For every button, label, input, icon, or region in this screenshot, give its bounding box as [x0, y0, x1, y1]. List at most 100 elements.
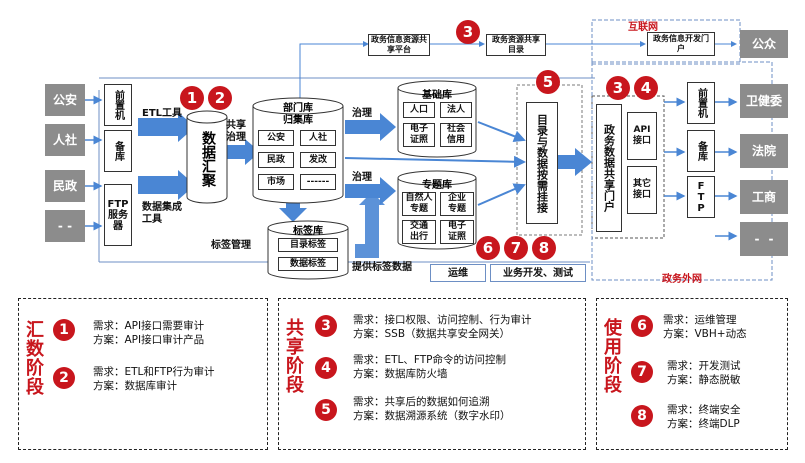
hub-label: 数据汇聚: [200, 131, 216, 187]
panel-share-need-5: 需求：共享后的数据如何追溯: [353, 396, 490, 408]
right-ftp-box: FTP: [687, 176, 715, 218]
extranet-zone: [591, 61, 773, 281]
base-to-catalog-arrow: [477, 121, 526, 142]
etl-arrow: [138, 112, 195, 142]
panel-use-need-8: 需求：终端安全: [667, 404, 741, 416]
marker-4: 4: [634, 76, 658, 100]
share-govern-label: 共享治理: [226, 120, 246, 143]
govern-label-2: 治理: [352, 172, 372, 183]
base-item-population: 人口: [403, 102, 435, 118]
tag-item-catalog: 目录标签: [278, 238, 338, 252]
dept-item-gongan: 公安: [258, 130, 294, 146]
panel-collect-plan-1: 方案：API接口审计产品: [93, 334, 205, 346]
base-item-license: 电子证照: [403, 123, 435, 147]
topic-item-license: 电子证照: [440, 220, 474, 244]
dept-item-more: ------: [300, 174, 336, 190]
extranet-label: 政务外网: [662, 274, 702, 285]
marker-1: 1: [180, 86, 204, 110]
marker-7: 7: [504, 236, 528, 260]
source-renshe: 人社: [45, 124, 85, 156]
dev-portal-box: 政务信息开发门户: [647, 32, 715, 56]
source-gongan: 公安: [45, 84, 85, 116]
info-platform-box: 政务信息资源共享平台: [368, 34, 430, 56]
panel-share: 共享阶段 3 需求：接口权限、访问控制、行为审计 方案：SSB（数据共享安全网关…: [278, 298, 586, 450]
panel-use-plan-7: 方案：静态脱敏: [667, 374, 741, 386]
target-public: 公众: [740, 30, 788, 58]
marker-2: 2: [208, 86, 232, 110]
dept-to-platform-line: [299, 41, 369, 98]
hub-cylinder: [186, 110, 228, 204]
dept-item-fagai: 发改: [300, 152, 336, 168]
panel-use-plan-8: 方案：终端DLP: [667, 418, 740, 430]
marker-3: 3: [606, 76, 630, 100]
panel-use-need-7: 需求：开发测试: [667, 360, 741, 372]
collect-tool-label: 数据集成工具: [142, 202, 182, 225]
catalog-to-portal-arrow: [558, 148, 592, 176]
marker-5: 5: [536, 70, 560, 94]
topic-item-traffic: 交通出行: [402, 220, 436, 244]
marker-6: 6: [476, 236, 500, 260]
topic-db-title: 专题库: [422, 180, 452, 191]
panel-collect-num-1: 1: [53, 319, 75, 341]
panel-share-num-4: 4: [315, 357, 337, 379]
share-portal-box: 政务数据共享门户: [596, 104, 622, 232]
topic-item-enterprise: 企业专题: [440, 192, 474, 216]
target-gongshang: 工商: [740, 180, 788, 214]
qianzhi-box: 前置机: [104, 84, 132, 126]
tag-manage-label: 标签管理: [211, 240, 251, 251]
tag-item-data: 数据标签: [278, 257, 338, 271]
base-db-title: 基础库: [422, 90, 452, 101]
catalog-mount-box: 目录与数据按需挂接: [526, 102, 558, 224]
internet-label: 互联网: [628, 22, 658, 33]
panel-share-title: 共享阶段: [286, 318, 304, 396]
panel-share-plan-4: 方案：数据库防火墙: [353, 368, 448, 380]
panel-share-need-3: 需求：接口权限、访问控制、行为审计: [353, 314, 532, 326]
dept-to-catalog-arrow: [344, 155, 526, 168]
resource-catalog-box: 政务资源共享目录: [486, 34, 546, 56]
panel-use-title: 使用阶段: [604, 318, 622, 396]
panel-share-num-3: 3: [315, 315, 337, 337]
panel-share-plan-3: 方案：SSB（数据共享安全网关）: [353, 328, 511, 340]
panel-collect-title: 汇数阶段: [26, 320, 44, 398]
panel-use-need-6: 需求：运维管理: [663, 314, 737, 326]
target-other: - -: [740, 222, 788, 256]
dept-item-renshe: 人社: [300, 130, 336, 146]
panel-collect-plan-2: 方案：数据库审计: [93, 380, 177, 392]
source-minzheng: 民政: [45, 170, 85, 202]
panel-share-plan-5: 方案：数据溯源系统（数字水印）: [353, 410, 511, 422]
base-item-legal: 法人: [440, 102, 472, 118]
provide-tag-label: 提供标签数据: [352, 262, 412, 273]
target-fayuan: 法院: [740, 134, 788, 168]
topic-item-person: 自然人专题: [402, 192, 436, 216]
marker-3-top: 3: [456, 20, 480, 44]
panel-use-num-6: 6: [631, 315, 653, 337]
tag-db-title: 标签库: [293, 226, 323, 237]
panel-share-num-5: 5: [315, 399, 337, 421]
dept-db-title: 部门库 归集库: [283, 103, 313, 126]
topic-to-catalog-arrow: [477, 183, 526, 206]
api-interface-box: API接口: [627, 112, 657, 160]
ops-box: 运维: [430, 264, 486, 282]
panel-use: 使用阶段 6 需求：运维管理 方案：VBH+动态 7 需求：开发测试 方案：静态…: [596, 298, 788, 450]
dept-item-shichang: 市场: [258, 174, 294, 190]
dept-to-tag-arrow: [279, 198, 307, 222]
dept-item-minzheng: 民政: [258, 152, 294, 168]
panel-collect-need-2: 需求：ETL和FTP行为审计: [93, 366, 215, 378]
marker-8: 8: [532, 236, 556, 260]
panel-collect: 汇数阶段 1 需求：API接口需要审计 方案：API接口审计产品 2 需求：ET…: [18, 298, 268, 450]
other-interface-box: 其它接口: [627, 166, 657, 214]
panel-use-num-7: 7: [631, 361, 653, 383]
right-beiku-box: 备库: [687, 130, 715, 172]
source-other: - -: [45, 210, 85, 242]
target-weijian: 卫健委: [740, 84, 788, 118]
right-qianzhi-box: 前置机: [687, 82, 715, 124]
beiku-box: 备库: [104, 130, 132, 172]
base-item-credit: 社会信用: [440, 123, 472, 147]
dept-to-base-arrow: [345, 113, 396, 141]
biz-box: 业务开发、测试: [490, 264, 586, 282]
govern-label-1: 治理: [352, 108, 372, 119]
ftp-server-box: FTP服务器: [104, 184, 132, 246]
panel-share-need-4: 需求：ETL、FTP命令的访问控制: [353, 354, 506, 366]
collect-arrow: [138, 170, 195, 200]
